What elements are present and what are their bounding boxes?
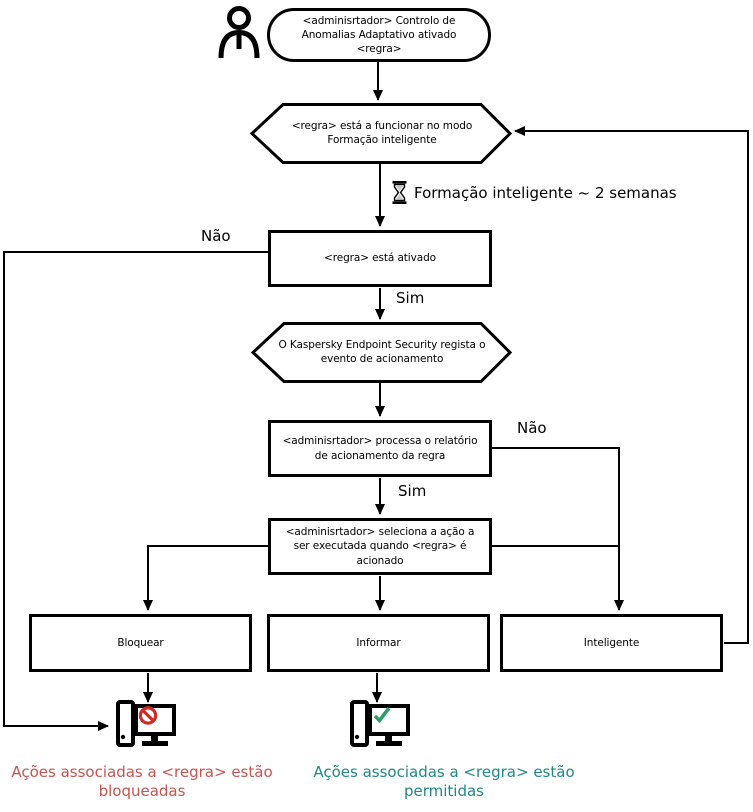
edge-label-nao-right: Não	[515, 419, 549, 437]
computer-blocked-icon	[116, 700, 176, 747]
node-inform-label: Informar	[356, 636, 401, 649]
node-learning-mode: <regra> está a funcionar no modo Formaçã…	[262, 106, 502, 160]
prohibition-icon	[138, 706, 158, 725]
node-block-label: Bloquear	[117, 636, 164, 649]
node-smart: Inteligente	[500, 614, 723, 672]
computer-allowed-icon	[350, 700, 410, 747]
node-process-report: <adminisrtador> processa o relatório de …	[268, 420, 492, 477]
node-start: <adminisrtador> Controlo de Anomalias Ad…	[267, 8, 491, 62]
node-rule-active: <regra> está ativado	[268, 230, 492, 287]
node-select-action: <adminisrtador> seleciona a ação a ser e…	[268, 518, 492, 575]
edge-label-sim-report: Sim	[396, 482, 429, 500]
edge-label-sim-active: Sim	[394, 289, 427, 307]
hourglass-icon	[392, 181, 407, 204]
edge-label-nao-left: Não	[199, 227, 233, 245]
outcome-blocked-line1: Ações associadas a <regra> estão	[11, 763, 273, 781]
checkmark-icon	[373, 706, 391, 724]
node-rule-active-label: <regra> está ativado	[324, 252, 436, 265]
person-icon	[218, 6, 260, 59]
node-start-label: <adminisrtador> Controlo de Anomalias Ad…	[301, 14, 457, 56]
node-event-logged-label: O Kaspersky Endpoint Security regista o …	[278, 338, 486, 365]
outcome-allowed-text: Ações associadas a <regra> estão permiti…	[308, 763, 580, 801]
node-learning-mode-label: <regra> está a funcionar no modo Formaçã…	[291, 119, 473, 146]
outcome-allowed-line2: permitidas	[403, 781, 484, 800]
hexagon-event-logged	[250, 322, 513, 383]
learning-duration-label: Formação inteligente ~ 2 semanas	[414, 184, 677, 202]
outcome-allowed-line1: Ações associadas a <regra> estão	[313, 763, 575, 781]
node-smart-label: Inteligente	[583, 636, 640, 649]
node-inform: Informar	[267, 614, 490, 672]
node-event-logged: O Kaspersky Endpoint Security regista o …	[262, 325, 502, 379]
hexagon-learning-mode	[249, 103, 513, 164]
node-block: Bloquear	[29, 614, 252, 672]
outcome-blocked-line2: bloqueadas	[98, 781, 186, 800]
outcome-blocked-text: Ações associadas a <regra> estão bloquea…	[6, 763, 278, 801]
node-process-report-label: <adminisrtador> processa o relatório de …	[282, 435, 478, 462]
node-select-action-label: <adminisrtador> seleciona a ação a ser e…	[285, 526, 475, 567]
